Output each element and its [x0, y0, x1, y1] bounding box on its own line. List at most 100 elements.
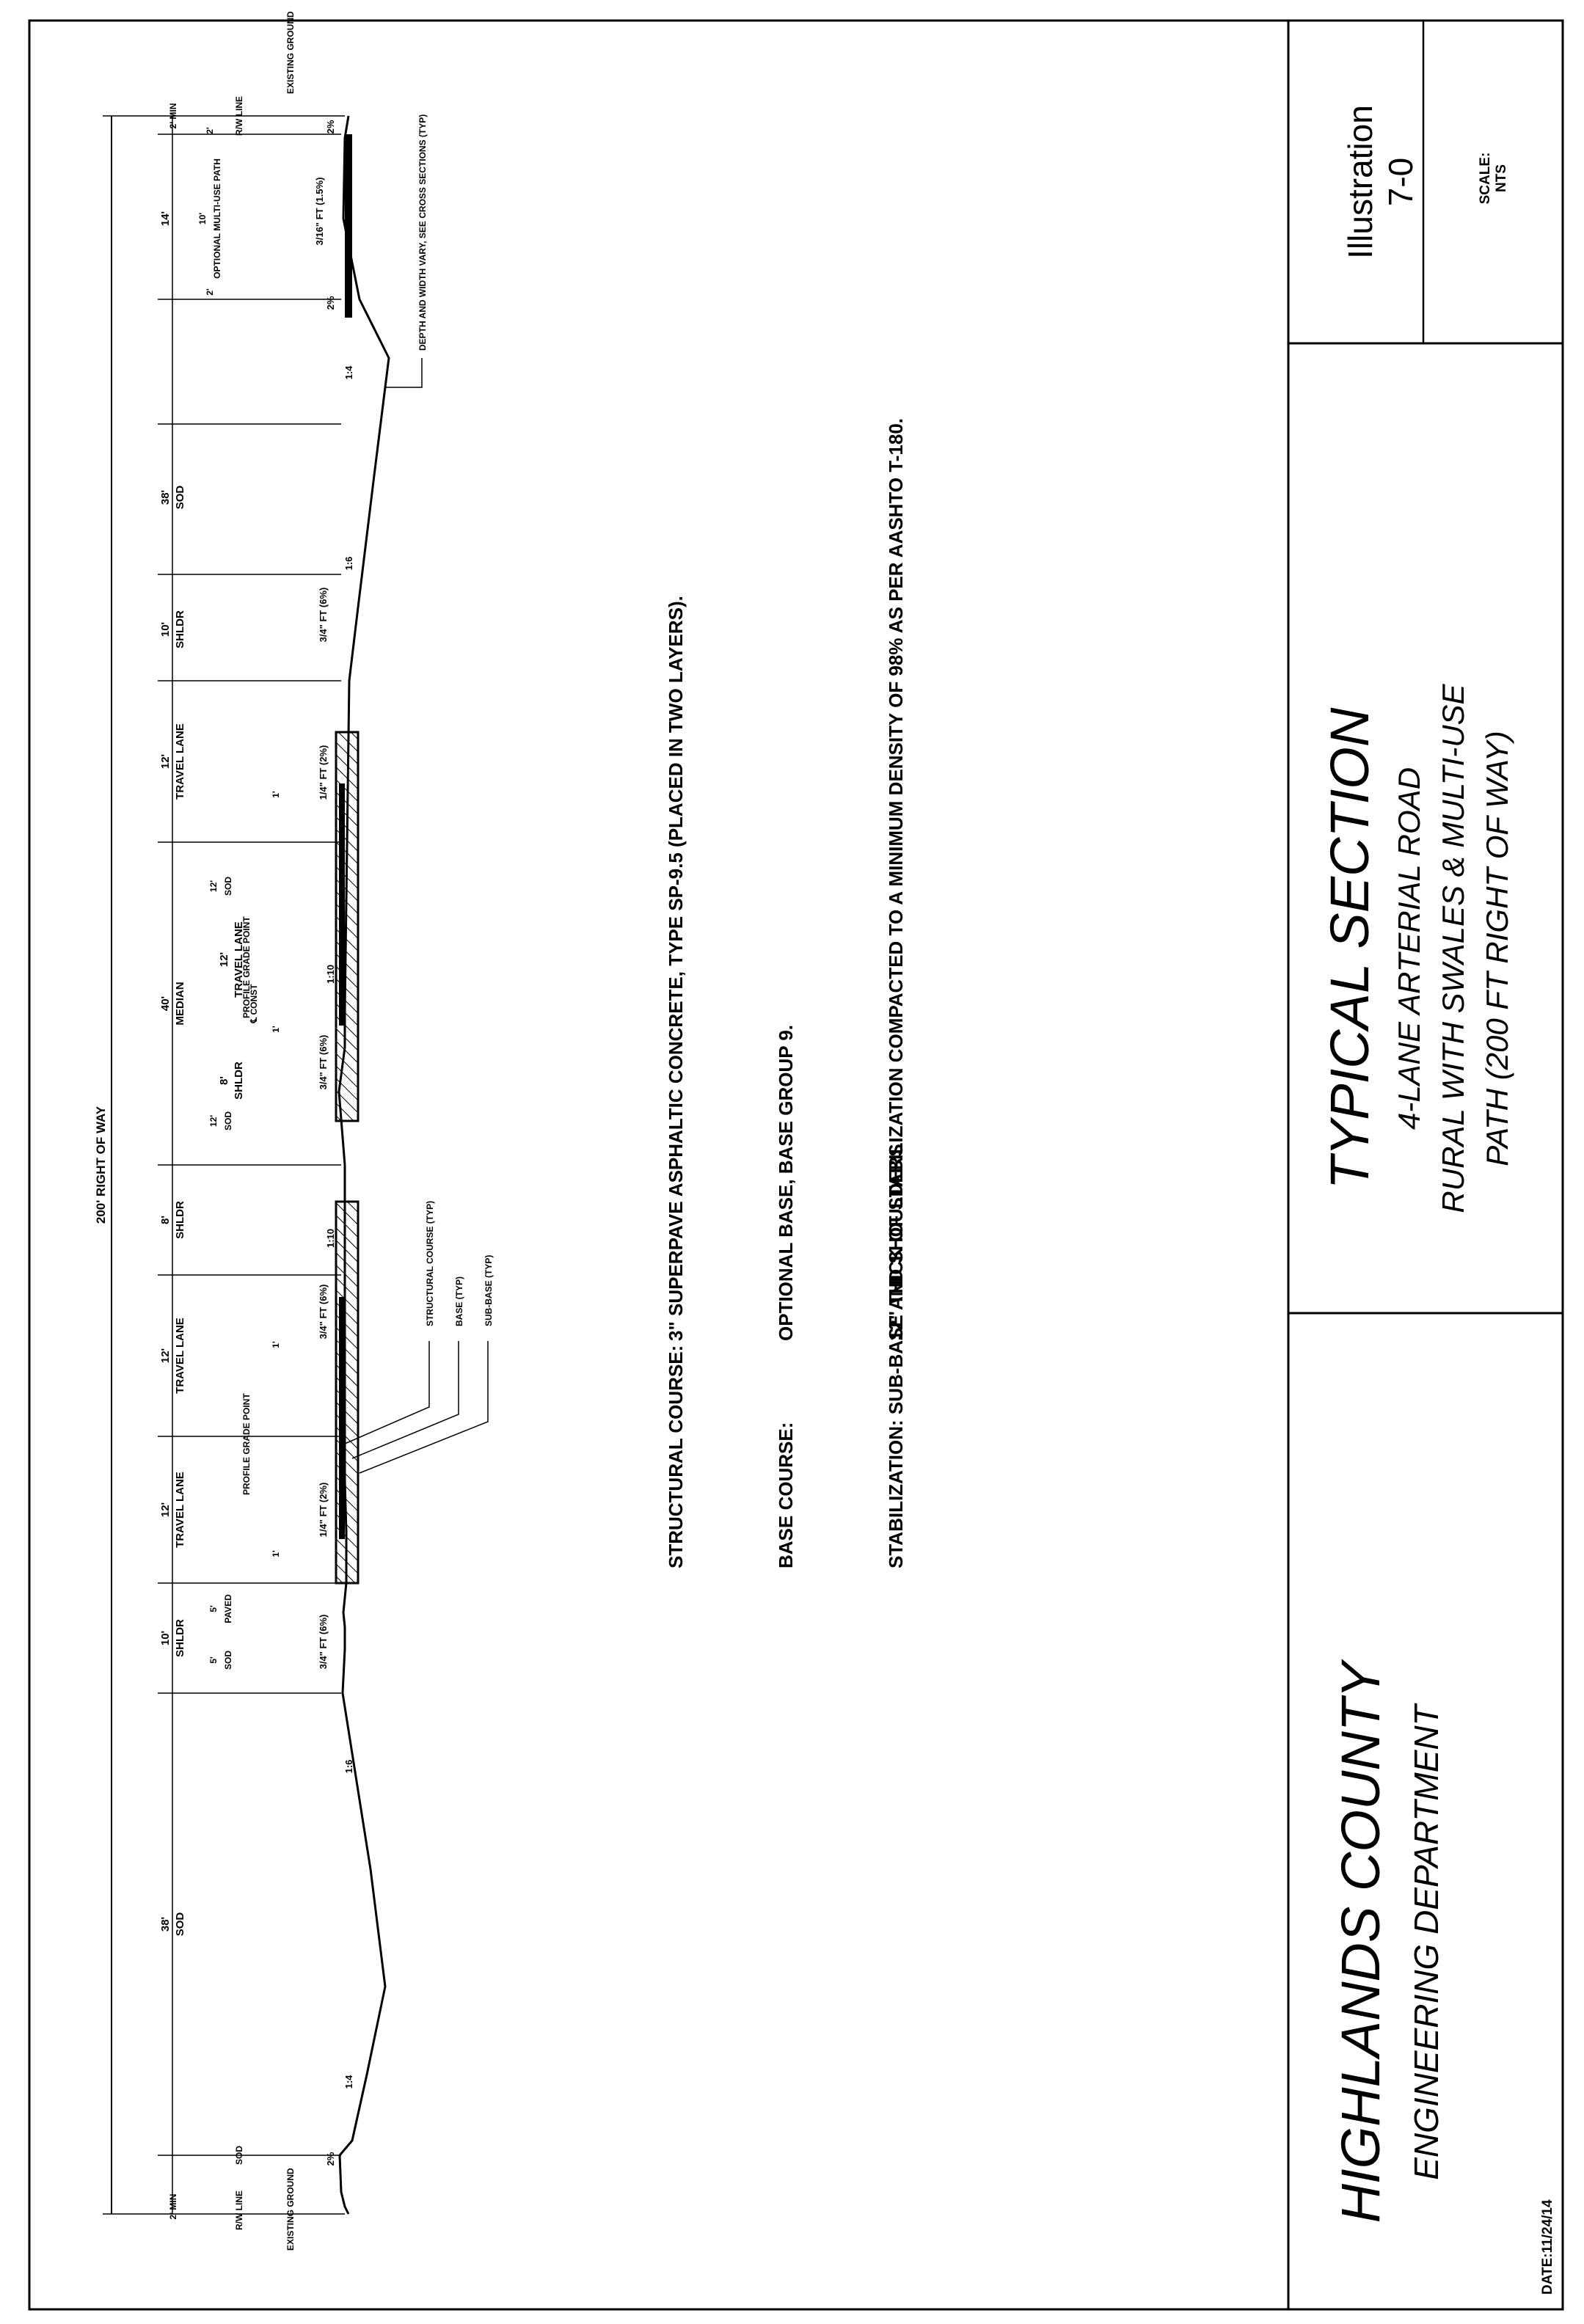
svg-text:SOD: SOD: [223, 1111, 233, 1130]
svg-text:2' MIN: 2' MIN: [168, 103, 178, 129]
svg-text:PROFILE GRADE POINT: PROFILE GRADE POINT: [241, 916, 252, 1018]
svg-text:1:6: 1:6: [343, 1760, 354, 1774]
multi-use-path: [345, 134, 352, 318]
note-structural-label: STRUCTURAL COURSE:: [665, 1345, 687, 1568]
svg-text:TRAVEL LANE: TRAVEL LANE: [174, 1318, 186, 1394]
svg-text:2' MIN: 2' MIN: [168, 2194, 178, 2220]
svg-text:2': 2': [205, 288, 215, 296]
svg-text:2': 2': [205, 127, 215, 134]
structural-course-right: [339, 783, 345, 1026]
svg-text:MEDIAN: MEDIAN: [174, 982, 186, 1025]
title-block: [1287, 21, 1563, 2309]
svg-text:R/W LINE: R/W LINE: [234, 2190, 244, 2230]
note-stab-label: STABILIZATION: SUB-BASE AND SHOULDERS: [885, 1144, 907, 1568]
svg-text:3/4" FT (6%): 3/4" FT (6%): [318, 1035, 329, 1090]
svg-text:14': 14': [159, 211, 172, 226]
svg-text:10': 10': [197, 213, 208, 224]
notes: STRUCTURAL COURSE: 3" SUPERPAVE ASPHALTI…: [665, 418, 907, 1568]
ground-profile: [337, 115, 390, 2215]
svg-text:DEPTH AND WIDTH VARY, SEE CROS: DEPTH AND WIDTH VARY, SEE CROSS SECTIONS…: [417, 114, 428, 351]
svg-text:1/4" FT (2%): 1/4" FT (2%): [318, 745, 329, 800]
title-texts: HIGHLANDS COUNTY ENGINEERING DEPARTMENT …: [1319, 105, 1555, 2295]
svg-text:SHLDR: SHLDR: [233, 1061, 245, 1100]
svg-text:℄ CONST: ℄ CONST: [249, 984, 259, 1024]
svg-text:SHLDR: SHLDR: [174, 1619, 186, 1657]
sheet-border: [28, 19, 1564, 2311]
department-name: ENGINEERING DEPARTMENT: [1407, 1703, 1445, 2179]
svg-text:12': 12': [218, 952, 230, 967]
leader-lines: [344, 358, 489, 1474]
svg-text:SHLDR: SHLDR: [174, 1201, 186, 1239]
dimension-ticks: [158, 134, 341, 2156]
svg-text:1:4: 1:4: [343, 2075, 354, 2089]
section-labels: 38' SOD 10' SHLDR 12' TRAVEL LANE 12' TR…: [159, 211, 245, 1936]
svg-text:1/4" FT (2%): 1/4" FT (2%): [318, 1483, 329, 1538]
svg-text:10': 10': [159, 622, 172, 637]
svg-text:SHLDR: SHLDR: [174, 610, 186, 648]
svg-text:SOD: SOD: [223, 877, 233, 896]
svg-text:R/W LINE: R/W LINE: [234, 96, 244, 136]
svg-text:1': 1': [271, 1026, 281, 1033]
svg-text:1:10: 1:10: [325, 1229, 336, 1248]
scale-value: NTS: [1494, 164, 1509, 192]
svg-text:1': 1': [271, 1550, 281, 1557]
note-stab-text: 12" THICK OF STABILIZATION COMPACTED TO …: [885, 418, 907, 1341]
callouts: EXISTING GROUND PROFILE GRADE POINT PROF…: [241, 11, 494, 2251]
illustration-number: 7-0: [1382, 158, 1420, 206]
svg-text:SOD: SOD: [174, 1912, 186, 1937]
svg-text:1:4: 1:4: [343, 365, 354, 380]
note-base-text: OPTIONAL BASE, BASE GROUP 9.: [775, 1025, 797, 1341]
svg-text:STRUCTURAL COURSE (TYP): STRUCTURAL COURSE (TYP): [425, 1201, 435, 1326]
drawing-subtitle-2: RURAL WITH SWALES & MULTI-USE: [1436, 683, 1470, 1213]
right-of-way-label: 200' RIGHT OF WAY: [94, 1106, 108, 1224]
svg-text:TRAVEL LANE: TRAVEL LANE: [174, 1472, 186, 1548]
drawing-subtitle-1: 4-LANE ARTERIAL ROAD: [1392, 767, 1426, 1130]
svg-text:3/4" FT (6%): 3/4" FT (6%): [318, 1615, 329, 1670]
svg-text:3/4" FT (6%): 3/4" FT (6%): [318, 588, 329, 643]
cross-section-drawing: 200' RIGHT OF WAY 38' SOD 10' SHLDR 12' …: [94, 11, 1555, 2295]
svg-text:12': 12': [208, 1115, 219, 1127]
svg-text:TRAVEL LANE: TRAVEL LANE: [233, 921, 245, 998]
svg-text:EXISTING GROUND: EXISTING GROUND: [285, 2168, 296, 2251]
svg-text:12': 12': [159, 1502, 172, 1517]
svg-text:1': 1': [271, 791, 281, 798]
svg-text:38': 38': [159, 490, 172, 505]
svg-text:5': 5': [208, 1656, 219, 1664]
structural-course-left: [339, 1297, 345, 1539]
svg-text:EXISTING GROUND: EXISTING GROUND: [285, 11, 296, 94]
svg-text:1:6: 1:6: [343, 557, 354, 571]
svg-text:SOD: SOD: [223, 1651, 233, 1670]
svg-text:2%: 2%: [325, 2152, 336, 2166]
svg-text:10': 10': [159, 1631, 172, 1645]
illustration-label: Illustration: [1341, 105, 1379, 259]
county-name: HIGHLANDS COUNTY: [1330, 1659, 1391, 2223]
drawing-subtitle-3: PATH (200 FT RIGHT OF WAY): [1480, 731, 1514, 1166]
svg-text:3/16" FT (1.5%): 3/16" FT (1.5%): [314, 178, 325, 246]
svg-text:8': 8': [218, 1076, 230, 1085]
dim-sod-left: 38': [159, 1917, 172, 1932]
svg-text:TRAVEL LANE: TRAVEL LANE: [174, 723, 186, 800]
svg-text:PROFILE GRADE POINT: PROFILE GRADE POINT: [241, 1393, 252, 1495]
svg-text:SOD: SOD: [234, 2146, 244, 2165]
svg-text:2%: 2%: [325, 296, 336, 310]
svg-text:5': 5': [208, 1605, 219, 1612]
svg-text:8': 8': [159, 1216, 172, 1224]
drawing-date: DATE:11/24/14: [1540, 2199, 1555, 2295]
svg-text:1:10: 1:10: [325, 965, 336, 984]
scale-label: SCALE:: [1478, 153, 1493, 205]
svg-text:PAVED: PAVED: [223, 1594, 233, 1623]
svg-text:3/4" FT (6%): 3/4" FT (6%): [318, 1285, 329, 1340]
slope-labels: 2% 1:4 1:6 3/4" FT (6%) 1/4" FT (2%) 3/4…: [314, 120, 354, 2166]
svg-text:12': 12': [159, 1348, 172, 1363]
svg-text:2%: 2%: [325, 120, 336, 134]
svg-text:SUB-BASE (TYP): SUB-BASE (TYP): [483, 1255, 494, 1326]
svg-text:12': 12': [159, 754, 172, 769]
svg-text:BASE (TYP): BASE (TYP): [454, 1276, 464, 1326]
svg-text:OPTIONAL MULTI-USE PATH: OPTIONAL MULTI-USE PATH: [212, 158, 222, 279]
note-structural-text: 3" SUPERPAVE ASPHALTIC CONCRETE, TYPE SP…: [665, 596, 687, 1341]
svg-text:SOD: SOD: [174, 486, 186, 510]
svg-text:1': 1': [271, 1341, 281, 1348]
drawing-title: TYPICAL SECTION: [1319, 707, 1380, 1189]
sub-labels: 2' MIN R/W LINE SOD 5' SOD 5' PAVED 12' …: [168, 96, 281, 2230]
